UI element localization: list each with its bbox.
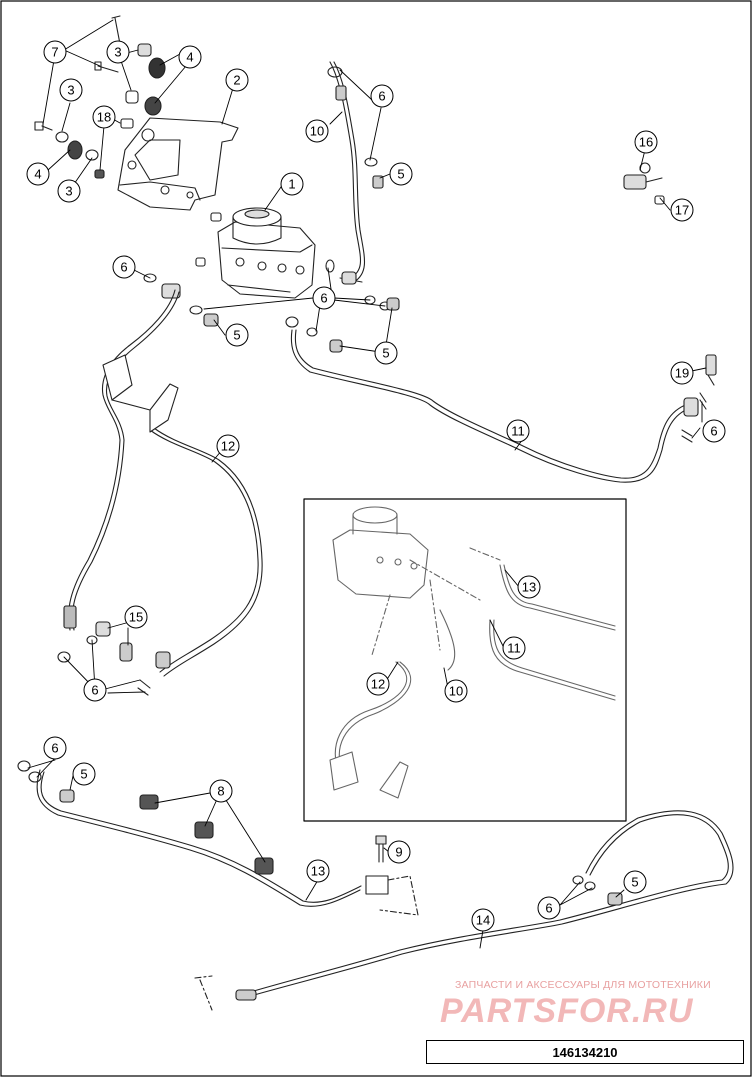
svg-text:6: 6 <box>378 89 385 104</box>
fasteners <box>55 43 222 267</box>
inset-detail <box>329 506 616 799</box>
brake-line-12 <box>63 289 263 677</box>
callout-6: 6 <box>702 419 726 443</box>
svg-text:11: 11 <box>511 424 525 439</box>
svg-text:18: 18 <box>97 110 111 125</box>
callout-9: 9 <box>387 840 411 864</box>
svg-text:3: 3 <box>67 83 74 98</box>
callout-12: 12 <box>366 672 390 696</box>
svg-text:1: 1 <box>288 177 295 192</box>
abs-bracket <box>117 117 239 211</box>
abs-fittings <box>143 259 400 353</box>
svg-text:17: 17 <box>675 203 689 218</box>
svg-text:5: 5 <box>397 167 404 182</box>
callout-4: 4 <box>178 45 202 69</box>
svg-text:10: 10 <box>310 124 324 139</box>
callout-6: 6 <box>83 678 107 702</box>
callout-10: 10 <box>305 119 329 143</box>
svg-text:10: 10 <box>449 684 463 699</box>
svg-text:6: 6 <box>120 260 127 275</box>
callout-12: 12 <box>216 434 240 458</box>
callout-6: 6 <box>43 736 67 760</box>
svg-text:12: 12 <box>371 677 385 692</box>
callout-5: 5 <box>374 341 398 365</box>
svg-text:11: 11 <box>507 641 521 656</box>
abs-unit <box>217 207 316 299</box>
callout-6: 6 <box>112 255 136 279</box>
watermark-tagline: ЗАПЧАСТИ И АКСЕССУАРЫ ДЛЯ МОТОТЕХНИКИ <box>455 979 711 991</box>
callout-17: 17 <box>670 198 694 222</box>
svg-text:7: 7 <box>51 45 58 60</box>
fitting-15 <box>57 621 151 696</box>
callout-6: 6 <box>312 286 336 310</box>
svg-text:5: 5 <box>631 875 638 890</box>
svg-text:4: 4 <box>34 167 41 182</box>
drawing-code: 146134210 <box>426 1040 744 1064</box>
svg-text:5: 5 <box>233 328 240 343</box>
callout-3: 3 <box>59 78 83 102</box>
brake-line-13 <box>17 760 419 916</box>
callout-13: 13 <box>517 575 541 599</box>
svg-text:14: 14 <box>476 913 490 928</box>
brake-line-11 <box>290 329 707 483</box>
svg-text:19: 19 <box>675 366 689 381</box>
svg-text:13: 13 <box>311 864 325 879</box>
callout-3: 3 <box>57 179 81 203</box>
callout-16: 16 <box>634 130 658 154</box>
callout-layer: 7 3 4 2 3 18 4 3 1 6 10 5 16 17 6 6 5 5 … <box>26 40 726 932</box>
svg-text:6: 6 <box>710 424 717 439</box>
svg-text:3: 3 <box>114 45 121 60</box>
svg-text:6: 6 <box>51 741 58 756</box>
callout-1: 1 <box>280 172 304 196</box>
callout-5: 5 <box>72 762 96 786</box>
svg-text:6: 6 <box>545 901 552 916</box>
svg-text:15: 15 <box>129 610 143 625</box>
callout-8: 8 <box>209 779 233 803</box>
callout-5: 5 <box>225 323 249 347</box>
callout-11: 11 <box>502 636 526 660</box>
switch-19 <box>705 354 717 386</box>
clip-8 <box>139 794 274 875</box>
svg-text:2: 2 <box>233 73 240 88</box>
svg-text:8: 8 <box>217 784 224 799</box>
callout-5: 5 <box>623 870 647 894</box>
bolt-9 <box>375 835 387 863</box>
bleeder-5-top <box>364 157 384 189</box>
svg-text:6: 6 <box>320 291 327 306</box>
svg-text:6: 6 <box>91 683 98 698</box>
svg-text:5: 5 <box>80 767 87 782</box>
brake-line-14 <box>194 810 734 1011</box>
brake-line-10 <box>327 61 366 285</box>
svg-text:12: 12 <box>221 439 235 454</box>
callout-19: 19 <box>670 361 694 385</box>
callout-4: 4 <box>26 162 50 186</box>
svg-text:5: 5 <box>382 346 389 361</box>
svg-text:9: 9 <box>395 845 402 860</box>
sensor-16 <box>623 162 665 205</box>
callout-18: 18 <box>92 105 116 129</box>
bolt-7 <box>34 15 121 131</box>
callout-6: 6 <box>537 896 561 920</box>
callout-2: 2 <box>225 68 249 92</box>
svg-text:16: 16 <box>639 135 653 150</box>
callout-14: 14 <box>471 908 495 932</box>
watermark-logo: PARTSFOR.RU <box>440 992 694 1030</box>
callout-13: 13 <box>306 859 330 883</box>
callout-6: 6 <box>370 84 394 108</box>
svg-text:3: 3 <box>65 184 72 199</box>
callout-3: 3 <box>106 40 130 64</box>
callout-5: 5 <box>389 162 413 186</box>
callout-10: 10 <box>444 679 468 703</box>
callout-7: 7 <box>43 40 67 64</box>
callout-15: 15 <box>124 605 148 629</box>
svg-text:4: 4 <box>186 50 193 65</box>
callout-11: 11 <box>506 419 530 443</box>
svg-text:13: 13 <box>522 580 536 595</box>
